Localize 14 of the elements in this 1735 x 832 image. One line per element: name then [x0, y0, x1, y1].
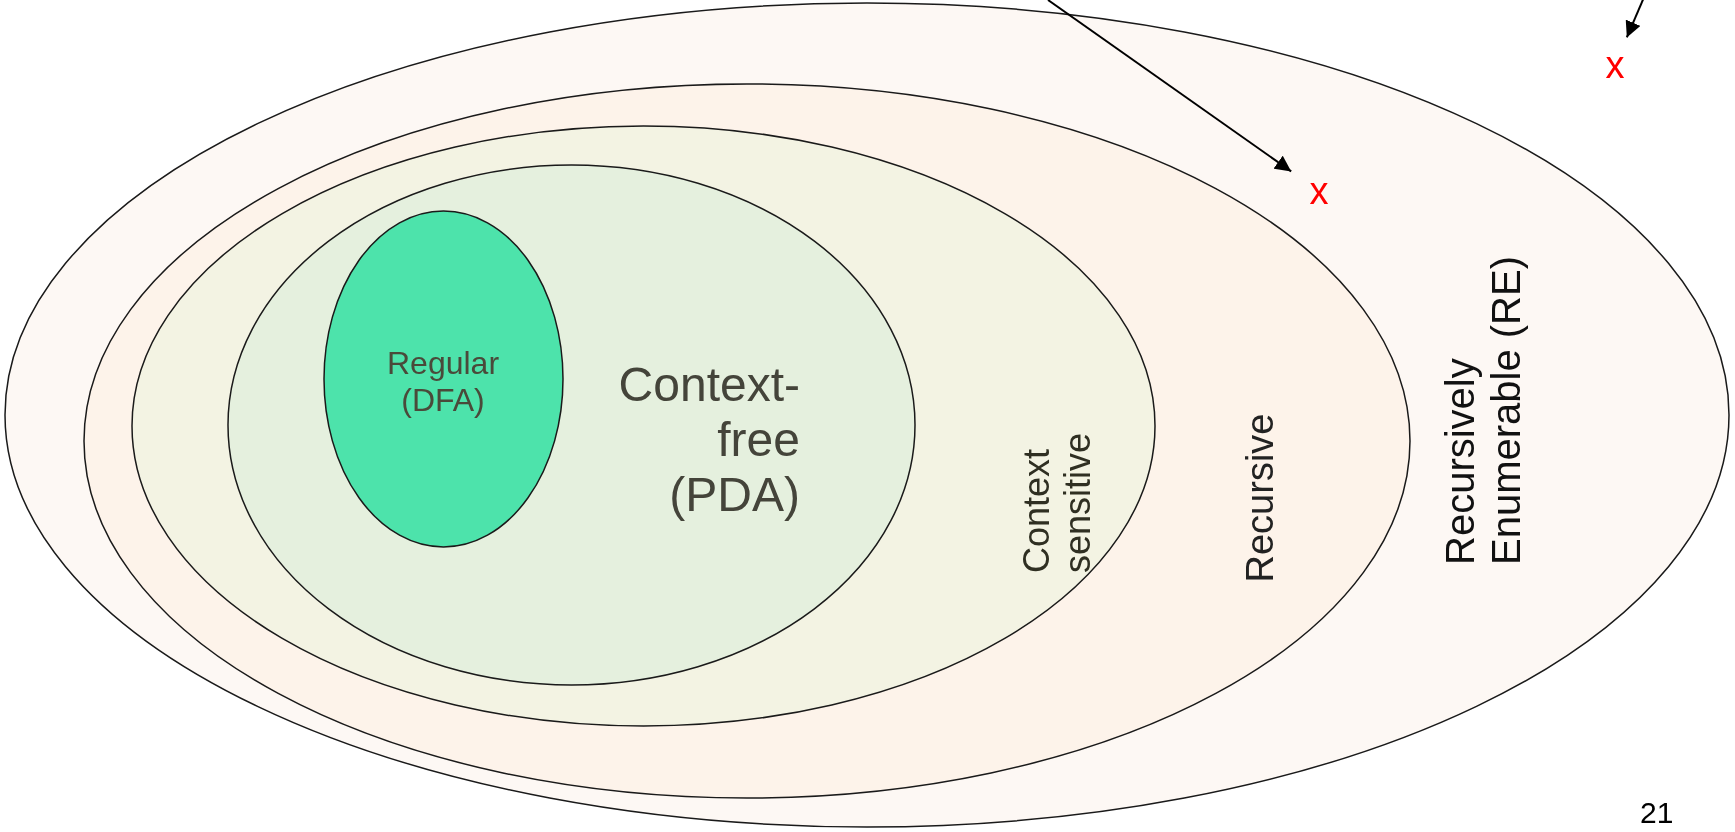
outer-ellipse — [4, 2, 1730, 828]
arrow — [1047, 0, 1293, 173]
ellipse — [227, 164, 916, 686]
ellipse — [83, 83, 1411, 799]
x-mark: x — [1598, 42, 1632, 88]
x-mark: x — [1302, 168, 1336, 214]
page-number: 21 — [1640, 796, 1674, 831]
set-label: Context sensitive — [1015, 431, 1099, 573]
ellipse — [323, 210, 564, 548]
set-label: Recursive — [1239, 412, 1283, 585]
set-label: Regular (DFA) — [385, 345, 501, 419]
set-label: Recursively Enumerable (RE) — [1437, 255, 1529, 565]
ellipse — [131, 125, 1156, 727]
set-label: Context-free (PDA) — [617, 357, 800, 523]
